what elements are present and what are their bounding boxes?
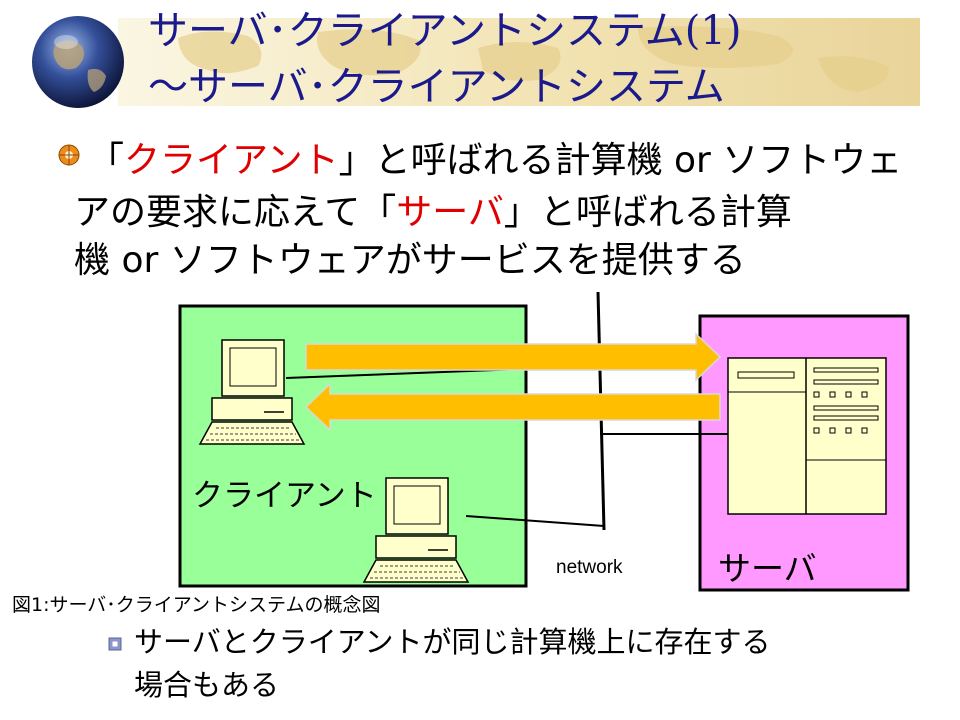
globe-icon bbox=[32, 16, 124, 108]
server-machine bbox=[727, 357, 887, 515]
term-client: クライアント bbox=[124, 140, 339, 181]
title-map-band bbox=[118, 18, 920, 106]
orange-bullet-icon bbox=[58, 144, 80, 166]
client-computer-2 bbox=[362, 477, 470, 583]
response-arrow bbox=[304, 382, 721, 432]
client2-cable bbox=[465, 515, 605, 527]
network-label: network bbox=[556, 557, 623, 578]
figure-caption: 図1:サーバ･クライアントシステムの概念図 bbox=[12, 594, 381, 616]
client-label: クライアント bbox=[192, 478, 377, 514]
bracket-open: 「 bbox=[88, 140, 125, 181]
bullet1-line1: 「クライアント」と呼ばれる計算機 or ソフトウェ bbox=[88, 140, 902, 182]
server-label: サーバ bbox=[718, 549, 817, 588]
slide-title-line1: サーバ･クライアントシステム(1) bbox=[148, 8, 742, 54]
term-server: サーバ bbox=[396, 192, 504, 233]
request-arrow bbox=[305, 332, 722, 382]
bullet2-line1: サーバとクライアントが同じ計算機上に存在する bbox=[134, 625, 771, 659]
bullet1-line1-rest: 」と呼ばれる計算機 or ソフトウェ bbox=[338, 140, 903, 181]
world-map-decoration bbox=[178, 26, 889, 92]
client-computer-1 bbox=[198, 339, 306, 445]
bullet2-line2: 場合もある bbox=[134, 668, 280, 702]
diamond-bullet-icon bbox=[108, 637, 122, 651]
slide-title-line2: ～サーバ･クライアントシステム bbox=[148, 64, 725, 110]
bullet1-line3: 機 or ソフトウェアがサービスを提供する bbox=[74, 240, 746, 281]
bullet1-line2-rest: 」と呼ばれる計算 bbox=[503, 192, 792, 233]
bullet1-line2-start: アの要求に応えて「 bbox=[74, 192, 397, 233]
bullet1-line2: アの要求に応えて「サーバ」と呼ばれる計算 bbox=[74, 192, 792, 234]
